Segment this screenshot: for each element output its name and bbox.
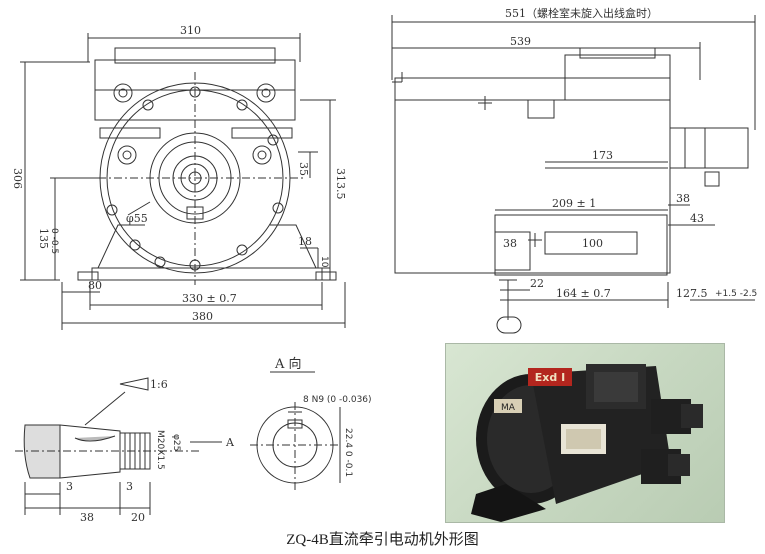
dim-foot-width: 80 — [88, 279, 102, 292]
dim-100: 100 — [582, 237, 603, 250]
side-view — [391, 15, 756, 334]
dim-shaft-diameter: φ55 — [126, 212, 148, 225]
dim-thread: M20X1.5 — [155, 430, 165, 470]
dim-22-a: 22.4 0 -0.1 — [343, 428, 353, 477]
dim-173: 173 — [592, 149, 613, 162]
dim-3b: 3 — [126, 480, 133, 493]
dim-38-shaft: 38 — [80, 511, 94, 524]
dim-overall-length: 551（螺栓室未旋入出线盒时） — [505, 6, 658, 20]
dim-22: 22 — [530, 277, 544, 290]
dim-127: 127.5 — [676, 287, 708, 300]
dim-shaft-height-tol: 0 -0.5 — [49, 228, 59, 254]
side-view-dimensions: 551（螺栓室未旋入出线盒时） 539 173 209 ± 1 38 43 38… — [503, 6, 757, 300]
dim-43: 43 — [690, 212, 704, 225]
dim-38-right: 38 — [676, 192, 690, 205]
front-view-dimensions: 310 306 135 0 -0.5 313.5 35 φ55 18 10 80… — [11, 24, 347, 323]
shaft-detail-dimensions: 1:6 M20X1.5 φ25 A 3 3 38 20 — [66, 378, 235, 524]
shaft-detail — [15, 377, 222, 515]
dim-209: 209 ± 1 — [552, 197, 596, 210]
dim-164: 164 ± 0.7 — [556, 287, 611, 300]
dim-foot-thickness: 18 — [298, 235, 312, 248]
dim-width-top: 310 — [180, 24, 201, 37]
dim-20: 20 — [131, 511, 145, 524]
photo-badge-left: MA — [501, 403, 516, 413]
dim-diameter: φ25 — [171, 434, 181, 451]
dim-3a: 3 — [66, 480, 73, 493]
dim-35: 35 — [297, 162, 310, 176]
dim-hole-spacing: 330 ± 0.7 — [182, 292, 237, 305]
dim-127-tol: +1.5 -2.5 — [715, 289, 757, 299]
dim-foot-edge: 10 — [319, 256, 329, 268]
dim-313: 313.5 — [334, 168, 347, 200]
dim-height-total: 306 — [11, 168, 24, 189]
photo-badge-top: Exd I — [535, 371, 565, 384]
figure-caption: ZQ-4B直流牵引电动机外形图 — [286, 532, 479, 548]
dim-body-length: 539 — [510, 35, 531, 48]
a-view-dimensions: A 向 8 N9 (0 -0.036) 22.4 0 -0.1 — [274, 356, 372, 477]
front-view — [20, 33, 346, 330]
dim-keyway: 8 N9 (0 -0.036) — [303, 395, 372, 405]
arrow-label-a: A — [225, 436, 235, 449]
dim-base-width: 380 — [192, 310, 213, 323]
dim-38-left: 38 — [503, 237, 517, 250]
dim-taper: 1:6 — [150, 378, 168, 391]
a-view-title: A 向 — [274, 356, 302, 372]
motor-photo: Exd I MA — [445, 343, 725, 523]
dim-shaft-height: 135 — [37, 228, 50, 249]
a-view — [250, 371, 341, 490]
